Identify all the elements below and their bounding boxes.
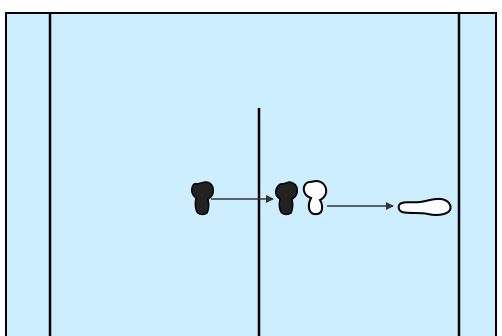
background-panel	[5, 12, 497, 336]
dark-figure-right	[275, 181, 298, 216]
elongated-light-shape	[397, 197, 452, 216]
dark-figure-left	[191, 181, 214, 216]
light-figure	[302, 179, 328, 216]
